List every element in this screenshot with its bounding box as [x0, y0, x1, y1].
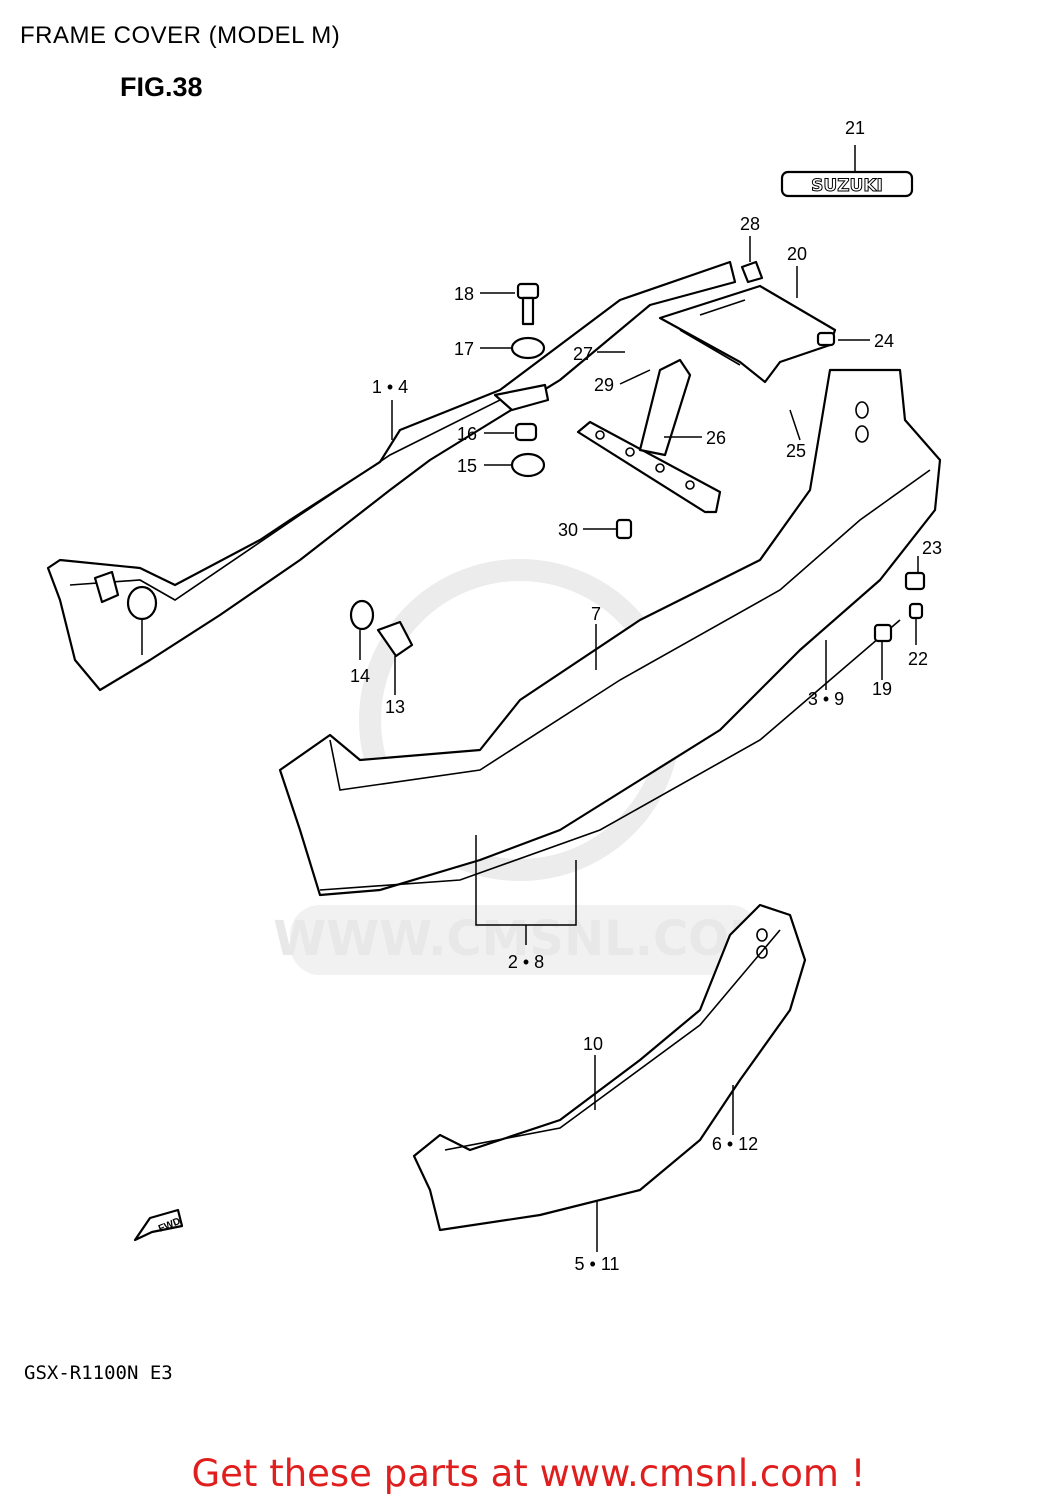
- callout-28: 28: [740, 214, 760, 234]
- callout-27: 27: [573, 344, 593, 364]
- callout-6-12: 6 • 12: [712, 1134, 758, 1154]
- screw-19[interactable]: [873, 623, 893, 643]
- callout-10: 10: [583, 1034, 603, 1054]
- clip-13[interactable]: [376, 620, 414, 658]
- callout-numbers: 21 28 20 18 17 27 24 29 1 • 4 16 26 25 1…: [350, 118, 942, 1274]
- footer-link[interactable]: Get these parts at www.cmsnl.com !: [191, 1452, 866, 1495]
- collar-16[interactable]: [514, 422, 538, 442]
- callout-29: 29: [594, 375, 614, 395]
- callout-21: 21: [845, 118, 865, 138]
- callout-13: 13: [385, 697, 405, 717]
- screw-24[interactable]: [816, 331, 836, 347]
- callout-20: 20: [787, 244, 807, 264]
- suzuki-emblem[interactable]: SUZUKI: [780, 170, 914, 198]
- callout-15: 15: [457, 456, 477, 476]
- watermark-text: WWW.CMSNL.COM: [273, 911, 777, 967]
- callout-14: 14: [350, 666, 370, 686]
- callout-19: 19: [872, 679, 892, 699]
- callout-24: 24: [874, 331, 894, 351]
- callout-17: 17: [454, 339, 474, 359]
- frame-cover-left[interactable]: [46, 260, 737, 692]
- bracket-26[interactable]: [576, 358, 722, 514]
- emblem-text: SUZUKI: [811, 176, 883, 196]
- callout-7: 7: [591, 604, 601, 624]
- callout-3-9: 3 • 9: [808, 689, 844, 709]
- nut-23[interactable]: [904, 571, 926, 591]
- callout-25: 25: [786, 441, 806, 461]
- screw-30[interactable]: [615, 518, 633, 540]
- fwd-arrow-icon: FWD: [133, 1208, 184, 1242]
- model-code: GSX-R1100N E3: [24, 1362, 173, 1384]
- callout-26: 26: [706, 428, 726, 448]
- callout-22: 22: [908, 649, 928, 669]
- callout-16: 16: [457, 424, 477, 444]
- side-cover-lower[interactable]: [412, 903, 807, 1232]
- parts-diagram: WWW.CMSNL.COM SUZUKI: [46, 118, 942, 1274]
- page-title: FRAME COVER (MODEL M): [20, 22, 341, 49]
- cushion-17[interactable]: [510, 336, 546, 360]
- callout-23: 23: [922, 538, 942, 558]
- callout-1-4: 1 • 4: [372, 377, 408, 397]
- callout-18: 18: [454, 284, 474, 304]
- callout-30: 30: [558, 520, 578, 540]
- callout-5-11: 5 • 11: [575, 1254, 620, 1274]
- cushion-left[interactable]: [126, 585, 158, 621]
- cushion-15[interactable]: [510, 452, 546, 478]
- clip-28[interactable]: [740, 260, 764, 284]
- screw-22[interactable]: [908, 602, 924, 620]
- tail-cover-top[interactable]: [658, 284, 837, 384]
- figure-label: FIG.38: [120, 72, 203, 102]
- callout-2-8: 2 • 8: [508, 952, 544, 972]
- cushion-14[interactable]: [349, 599, 375, 631]
- frame-cover-right[interactable]: [278, 368, 942, 897]
- bolt-18[interactable]: [516, 282, 540, 326]
- leader-lines: [141, 145, 919, 1252]
